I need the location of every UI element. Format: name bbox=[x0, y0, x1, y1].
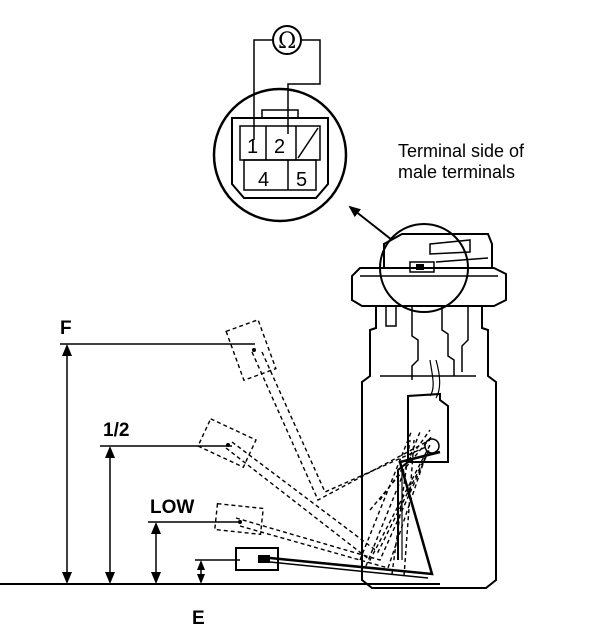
level-f-indicator bbox=[60, 343, 255, 584]
connector-highlight-circle bbox=[379, 223, 469, 313]
level-e-indicator bbox=[195, 559, 240, 584]
level-label-f: F bbox=[60, 318, 72, 339]
pin-label-4: 4 bbox=[258, 169, 269, 191]
ohm-symbol: Ω bbox=[278, 29, 296, 54]
level-half-indicator bbox=[100, 445, 232, 584]
level-low-indicator bbox=[148, 521, 240, 584]
level-label-e: E bbox=[192, 608, 205, 629]
float-empty-position bbox=[235, 450, 441, 579]
connector-caption-line1: Terminal side of bbox=[398, 141, 525, 161]
pin-label-2: 2 bbox=[274, 136, 285, 158]
zoom-arrow bbox=[348, 205, 393, 241]
ohmmeter: Ω bbox=[253, 25, 321, 140]
sending-unit-housing bbox=[351, 233, 507, 589]
connector-caption-line2: male terminals bbox=[398, 162, 515, 182]
level-label-half: 1/2 bbox=[103, 420, 129, 441]
pin-label-1: 1 bbox=[247, 136, 258, 158]
float-arm-positions bbox=[197, 318, 433, 577]
connector-detail: 1 2 4 5 bbox=[212, 87, 348, 223]
level-label-low: LOW bbox=[150, 497, 194, 518]
pin-label-5: 5 bbox=[296, 169, 307, 191]
